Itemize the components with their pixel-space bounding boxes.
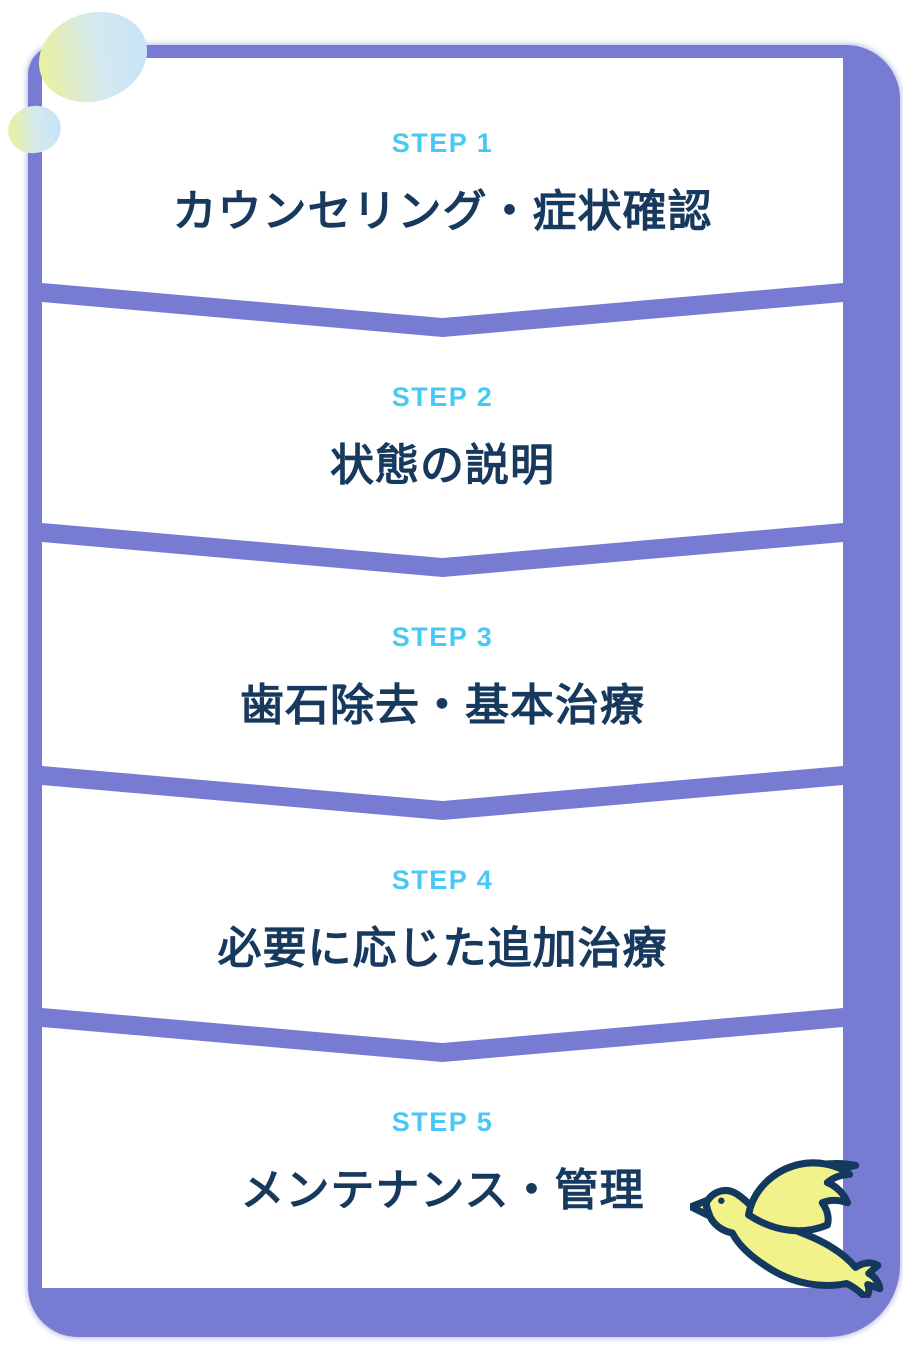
step-title: 歯石除去・基本治療 [240,681,645,730]
step-number-label: STEP 1 [391,128,494,158]
step-title: メンテナンス・管理 [240,1166,645,1215]
dove-eye [718,1197,725,1204]
step-number-label: STEP 3 [391,622,494,652]
step-title: カウンセリング・症状確認 [172,187,713,236]
step-card-4: STEP 4 必要に応じた追加治療 [42,785,843,1043]
step-card-3: STEP 3 歯石除去・基本治療 [42,542,843,801]
step-title: 状態の説明 [330,441,555,490]
dove-beak [690,1197,711,1219]
step-number-label: STEP 4 [391,865,494,895]
step-card-2: STEP 2 状態の説明 [42,302,843,558]
step-card-5: STEP 5 メンテナンス・管理 [42,1027,843,1288]
dove-wing [745,1159,854,1235]
step-number-label: STEP 5 [391,1107,494,1137]
step-title: 必要に応じた追加治療 [217,924,668,973]
step-card-1: STEP 1 カウンセリング・症状確認 [42,58,843,318]
step-number-label: STEP 2 [391,382,494,412]
dove-icon [690,1159,884,1298]
